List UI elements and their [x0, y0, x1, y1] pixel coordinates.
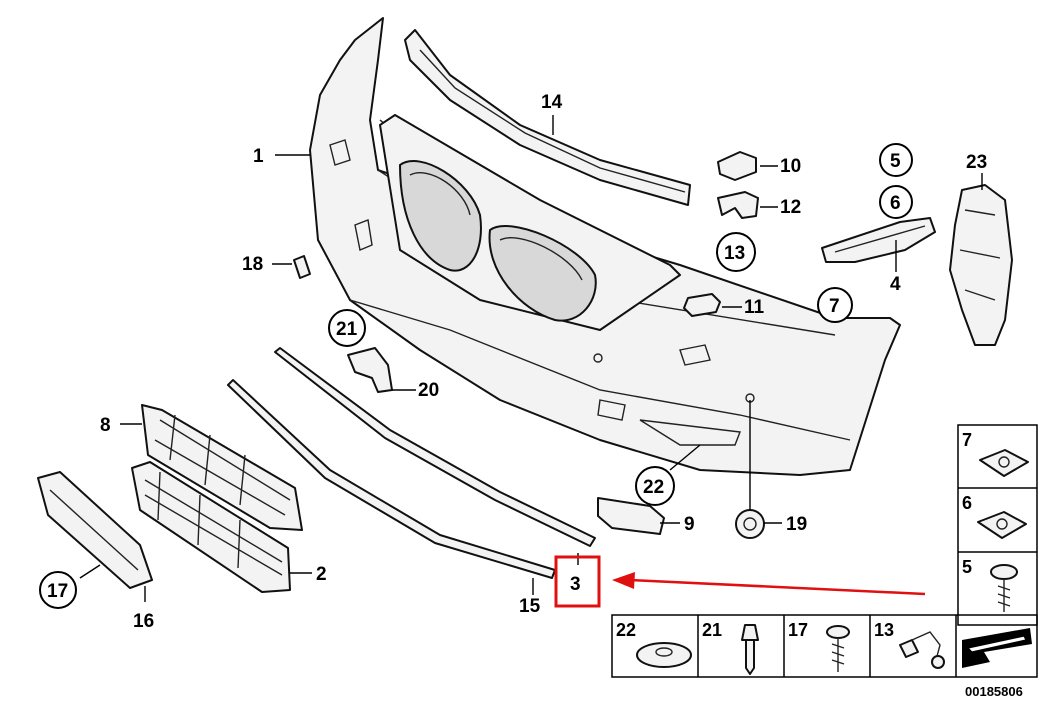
legend-21: 21: [702, 620, 722, 640]
reference-arrow-icon: [962, 628, 1032, 668]
callout-1: 1: [253, 146, 264, 167]
clip-13-icon: [899, 631, 945, 669]
mount-bracket-20: [347, 347, 393, 393]
callout-11: 11: [744, 297, 765, 318]
callout-8: 8: [100, 415, 111, 436]
lower-grille-2: [131, 461, 291, 593]
plate-base-16: [37, 471, 153, 589]
callout-6: 6: [890, 193, 901, 214]
callout-3: 3: [570, 574, 581, 595]
legend-5: 5: [962, 557, 972, 577]
legend-13: 13: [874, 620, 894, 640]
callout-13: 13: [724, 243, 745, 264]
callout-9: 9: [684, 514, 695, 535]
side-bracket-23: [949, 184, 1013, 346]
legend-22: 22: [616, 620, 636, 640]
callout-22: 22: [643, 477, 664, 498]
circled-callouts: 5 6 13 7 21 22 17: [39, 143, 913, 609]
callout-15: 15: [519, 596, 541, 617]
legend-17: 17: [788, 620, 808, 640]
callout-10: 10: [780, 156, 801, 177]
screw-17-icon: [826, 625, 850, 672]
screw-5-icon: [990, 564, 1018, 612]
callout-14: 14: [541, 92, 563, 113]
highlight-arrow: [612, 572, 926, 596]
nut-clip-6-icon: [977, 511, 1027, 539]
callout-7: 7: [829, 296, 840, 317]
callout-2: 2: [316, 564, 327, 585]
legend-right: 7 6 5: [957, 424, 1038, 626]
callout-5: 5: [890, 151, 901, 172]
diagram-code: 00185806: [965, 684, 1023, 699]
legend-7: 7: [962, 430, 972, 450]
legend-6: 6: [962, 493, 972, 513]
nut-clip-7-icon: [979, 449, 1029, 477]
callout-17: 17: [47, 581, 68, 602]
upper-trim-strip: [404, 29, 691, 206]
bumper-shell: [309, 17, 901, 476]
highlight-box: [554, 555, 601, 608]
callout-labels: 1 14 10 12 4 23 11 18 20 8 2 16 9 19 15 …: [100, 92, 987, 632]
clip-10: [717, 151, 757, 181]
callout-19: 19: [786, 514, 807, 535]
callout-12: 12: [780, 197, 801, 218]
washer-22-icon: [636, 642, 692, 668]
leader-lines: [79, 115, 983, 602]
callout-21: 21: [336, 319, 358, 340]
cover-cap-11: [683, 293, 721, 317]
callout-16: 16: [133, 611, 154, 632]
rivet-21-icon: [741, 624, 759, 675]
trim-strip-long: [274, 347, 596, 547]
callout-23: 23: [966, 152, 987, 173]
clip-18: [293, 255, 311, 279]
clip-12: [717, 191, 759, 219]
fog-cover-9: [597, 497, 665, 535]
callout-4: 4: [890, 274, 901, 295]
grille-insert-8: [141, 404, 303, 531]
callout-20: 20: [418, 380, 439, 401]
legend-bottom: 22 21 17 13: [611, 614, 1038, 678]
sensor-19: [735, 509, 765, 539]
callout-18: 18: [242, 254, 263, 275]
